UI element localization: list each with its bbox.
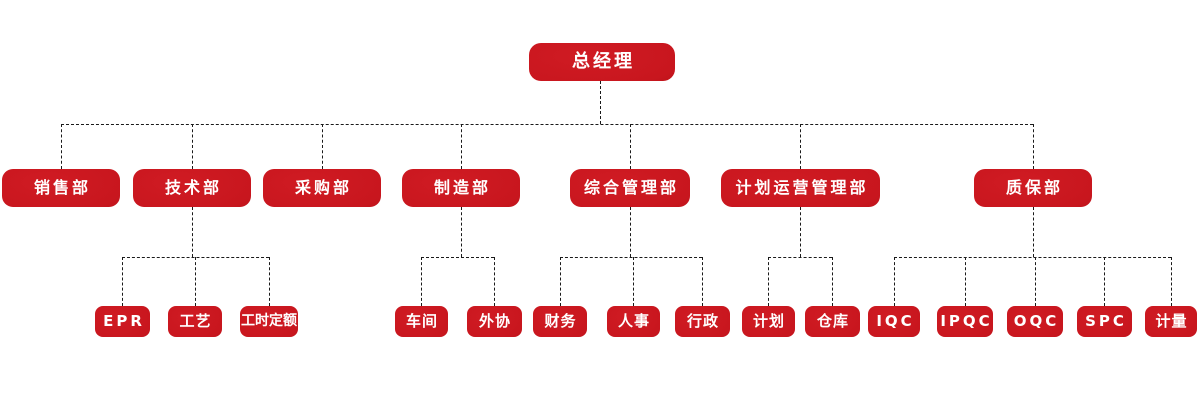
node-admin: 行政 (675, 306, 730, 337)
connector-drop-qa (1033, 124, 1034, 169)
connector-drop-ipqc (965, 257, 966, 306)
node-ipqc: IPQC (937, 306, 993, 337)
node-general-manager: 总经理 (529, 43, 675, 81)
node-tech-dept: 技术部 (133, 169, 251, 207)
node-sales-dept: 销售部 (2, 169, 120, 207)
node-qa-dept: 质保部 (974, 169, 1092, 207)
node-iqc: IQC (868, 306, 920, 337)
node-oqc: OQC (1007, 306, 1063, 337)
connector-drop-epr (122, 257, 123, 306)
connector-drop-workshop (421, 257, 422, 306)
connector-qa-rail (894, 257, 1171, 258)
connector-root-drop (600, 81, 601, 124)
connector-drop-hr (633, 257, 634, 306)
connector-manufacturing-rail (421, 257, 494, 258)
connector-drop-outsourcing (494, 257, 495, 306)
connector-planning-ops-rail (768, 257, 832, 258)
connector-general-admin-down (630, 207, 631, 257)
node-purchasing-dept: 采购部 (263, 169, 381, 207)
connector-qa-down (1033, 207, 1034, 257)
connector-drop-labor-quota (269, 257, 270, 306)
node-labor-quota: 工时定额 (240, 306, 298, 337)
connector-planning-ops-down (800, 207, 801, 257)
connector-drop-sales (61, 124, 62, 169)
node-manufacturing-dept: 制造部 (402, 169, 520, 207)
node-planning-operations-dept: 计划运营管理部 (721, 169, 880, 207)
node-metrology: 计量 (1145, 306, 1197, 337)
connector-drop-finance (560, 257, 561, 306)
node-finance: 财务 (533, 306, 587, 337)
connector-manufacturing-down (461, 207, 462, 257)
node-epr: EPR (95, 306, 150, 337)
connector-drop-tech (192, 124, 193, 169)
connector-drop-spc (1104, 257, 1105, 306)
connector-tech-down (192, 207, 193, 257)
node-general-admin-dept: 综合管理部 (570, 169, 690, 207)
connector-drop-planning (768, 257, 769, 306)
node-workshop: 车间 (395, 306, 448, 337)
connector-general-admin-rail (560, 257, 702, 258)
node-planning: 计划 (742, 306, 795, 337)
node-warehouse: 仓库 (805, 306, 860, 337)
connector-drop-process (195, 257, 196, 306)
connector-drop-oqc (1035, 257, 1036, 306)
connector-level1-rail (61, 124, 1033, 125)
node-spc: SPC (1077, 306, 1132, 337)
connector-drop-general-admin (630, 124, 631, 169)
connector-drop-planning-ops (800, 124, 801, 169)
connector-drop-metrology (1171, 257, 1172, 306)
node-outsourcing: 外协 (467, 306, 522, 337)
connector-drop-purchasing (322, 124, 323, 169)
connector-drop-iqc (894, 257, 895, 306)
node-process: 工艺 (168, 306, 222, 337)
connector-drop-manufacturing (461, 124, 462, 169)
connector-drop-admin (702, 257, 703, 306)
connector-drop-warehouse (832, 257, 833, 306)
node-hr: 人事 (607, 306, 660, 337)
